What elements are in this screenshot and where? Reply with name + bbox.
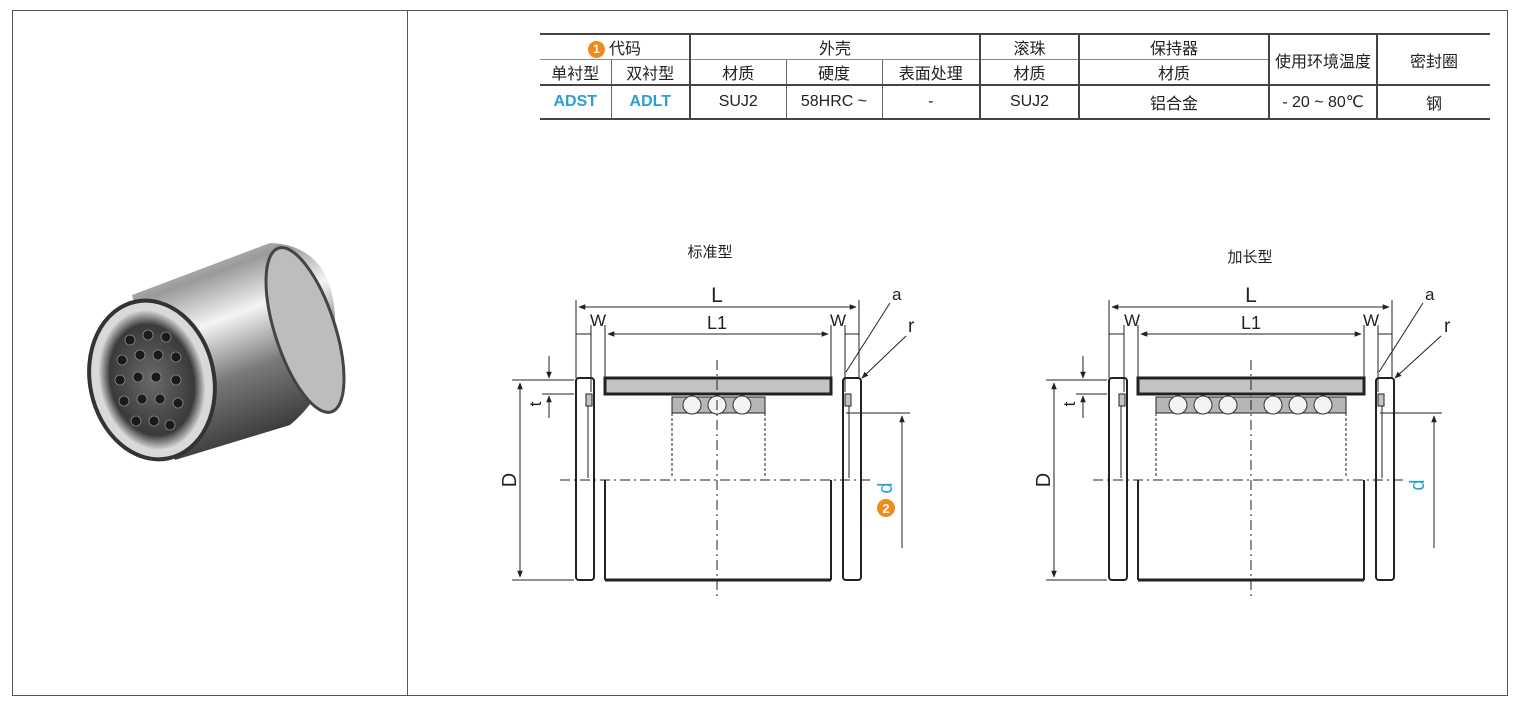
code-header: 代码 — [608, 41, 641, 58]
ball-material-header: 材质 — [979, 59, 1079, 86]
standard-dim-L1: L1 — [707, 313, 727, 333]
long-dim-L1: L1 — [1241, 313, 1261, 333]
seal-header: 密封圈 — [1376, 33, 1490, 86]
standard-drawing: 标准型 L W L1 W a r — [499, 244, 915, 600]
long-label-a: a — [1425, 285, 1435, 304]
standard-dim-L: L — [711, 284, 723, 307]
standard-d-badge — [877, 499, 895, 517]
long-dim-d: d — [1407, 479, 1429, 490]
standard-title: 标准型 — [687, 244, 732, 261]
linear-bushing-photo — [87, 243, 346, 462]
retainer-header: 保持器 — [1078, 33, 1269, 60]
single-type-header: 单衬型 — [540, 59, 611, 86]
material-header: 材质 — [689, 59, 786, 86]
long-drawing: 加长型 L W L1 W a r D — [1033, 249, 1451, 600]
standard-dim-W-left: W — [590, 311, 606, 330]
long-dim-W-left: W — [1124, 311, 1140, 330]
long-dim-D: D — [1033, 473, 1055, 487]
seal-value: 钢 — [1376, 85, 1490, 120]
standard-dim-d: d — [875, 482, 897, 493]
temp-header: 使用环境温度 — [1268, 33, 1377, 86]
temp-value: - 20 ~ 80℃ — [1268, 85, 1377, 120]
single-code-value: ADST — [540, 85, 611, 120]
retainer-material-header: 材质 — [1078, 59, 1269, 86]
outer-frame — [12, 10, 1508, 696]
long-title: 加长型 — [1227, 249, 1272, 266]
code-badge: 1 — [587, 41, 605, 58]
long-label-r: r — [1444, 316, 1451, 337]
double-code-value: ADLT — [610, 85, 690, 120]
long-dim-L: L — [1245, 284, 1257, 307]
long-dim-t: t — [1060, 401, 1079, 406]
retainer-value: 铝合金 — [1078, 85, 1269, 120]
standard-dim-W-right: W — [830, 311, 846, 330]
column-divider — [407, 10, 408, 696]
standard-dim-t: t — [526, 401, 545, 406]
hardness-value: 58HRC ~ — [785, 85, 882, 120]
standard-label-a: a — [892, 285, 902, 304]
standard-dim-D: D — [499, 473, 521, 487]
hardness-header: 硬度 — [785, 59, 882, 86]
standard-label-r: r — [908, 316, 915, 337]
surface-value: - — [881, 85, 980, 120]
ball-header: 滚珠 — [979, 33, 1079, 60]
surface-header: 表面处理 — [881, 59, 980, 86]
double-type-header: 双衬型 — [610, 59, 690, 86]
standard-d-badge-number: 2 — [882, 501, 889, 516]
shell-header: 外壳 — [689, 33, 980, 60]
ball-material-value: SUJ2 — [979, 85, 1079, 120]
long-dim-W-right: W — [1363, 311, 1379, 330]
shell-material-value: SUJ2 — [689, 85, 786, 120]
